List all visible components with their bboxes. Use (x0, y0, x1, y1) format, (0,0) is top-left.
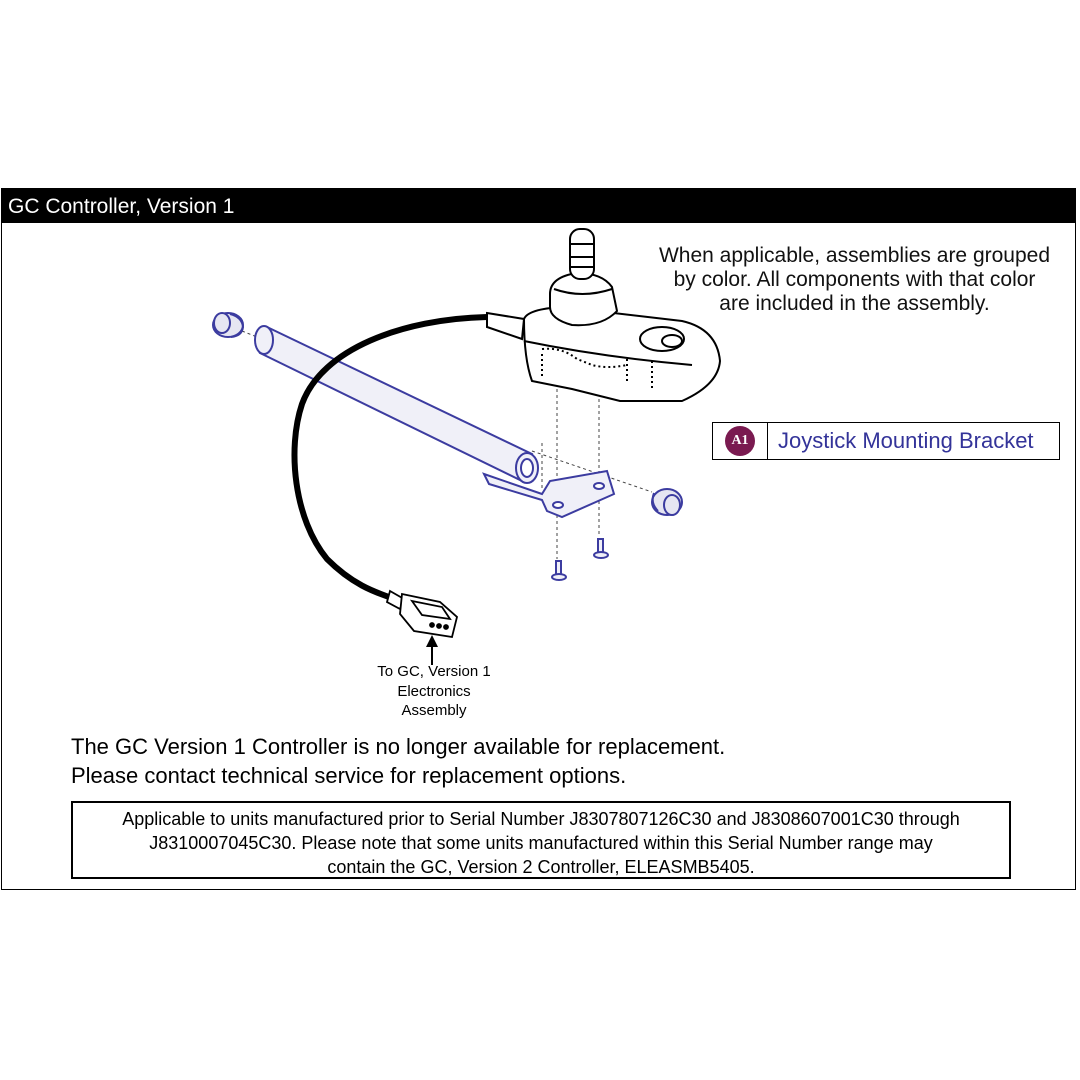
note-line: are included in the assembly. (719, 292, 990, 315)
cable-connector (385, 589, 459, 639)
assembly-legend: A1 Joystick Mounting Bracket (712, 422, 1060, 460)
notice-line: Please contact technical service for rep… (71, 763, 627, 788)
mounting-bracket (482, 469, 616, 519)
diagram-panel: GC Controller, Version 1 (1, 188, 1076, 890)
callout-arrow (426, 635, 438, 665)
controller-cable (291, 314, 488, 604)
note-line: When applicable, assemblies are grouped (658, 244, 1051, 267)
assembly-badge-a1: A1 (725, 426, 755, 456)
callout-line: Electronics (397, 682, 471, 700)
end-cap-left (212, 312, 245, 338)
screw-left (551, 560, 567, 581)
note-line: by color. All components with that color (673, 268, 1036, 291)
notice-line: The GC Version 1 Controller is no longer… (71, 734, 726, 759)
legend-badge-cell: A1 (713, 423, 768, 459)
joystick-controller (486, 228, 722, 402)
screw-right (593, 538, 609, 559)
page-title: GC Controller, Version 1 (2, 189, 1075, 223)
serial-line: Applicable to units manufactured prior t… (122, 809, 960, 829)
color-grouping-note: When applicable, assemblies are grouped … (622, 244, 1080, 316)
serial-line: J8310007045C30. Please note that some un… (149, 833, 933, 853)
assembly-label-a1[interactable]: Joystick Mounting Bracket (778, 428, 1034, 453)
callout-line: Assembly (401, 702, 467, 719)
end-cap-right (651, 488, 683, 516)
serial-applicability-box: Applicable to units manufactured prior t… (71, 801, 1011, 879)
availability-notice: The GC Version 1 Controller is no longer… (71, 732, 725, 790)
exploded-parts-diagram (212, 228, 722, 665)
callout-line: To GC, Version 1 (377, 663, 491, 680)
connector-callout: To GC, Version 1 Electronics Assembly (354, 662, 514, 721)
mounting-tube (254, 325, 539, 484)
serial-line: contain the GC, Version 2 Controller, EL… (327, 857, 755, 877)
